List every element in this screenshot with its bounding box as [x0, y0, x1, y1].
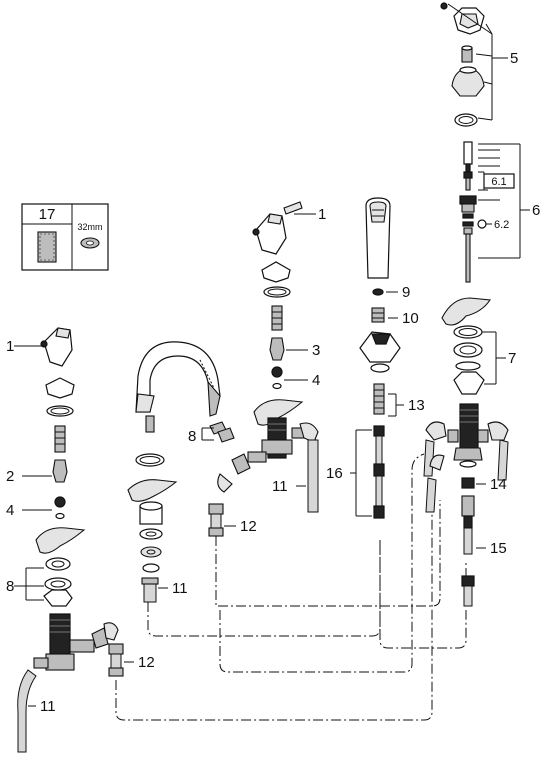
tool-insert — [80, 237, 100, 249]
label-4-right: 4 — [312, 372, 320, 389]
left-deck-plate — [35, 527, 86, 554]
diverter-body — [425, 403, 509, 468]
shower-hose-16 — [373, 425, 385, 519]
center-hose-11 — [307, 439, 319, 513]
shower-filter — [371, 307, 385, 323]
label-14: 14 — [490, 476, 507, 493]
center-deck-plate — [253, 399, 304, 426]
label-8-left: 8 — [6, 578, 14, 595]
hand-shower-assembly: 9 10 13 16 — [326, 197, 425, 519]
label-4-left: 4 — [6, 502, 14, 519]
label-9: 9 — [402, 284, 410, 301]
label-10: 10 — [402, 310, 419, 327]
spout-thread — [145, 415, 155, 433]
left-hose-11 — [17, 669, 37, 753]
spout-assembly: 8 11 — [127, 341, 235, 603]
shower-spring — [373, 383, 385, 415]
diverter-hose-15 — [461, 495, 475, 607]
diverter-stem — [459, 141, 477, 283]
tool-size-label: 32mm — [77, 222, 102, 232]
label-6-2: 6.2 — [494, 219, 509, 231]
label-6: 6 — [532, 202, 540, 219]
left-cartridge — [52, 459, 68, 483]
shower-holder — [359, 331, 401, 373]
label-15: 15 — [490, 540, 507, 557]
label-2: 2 — [6, 468, 14, 485]
left-seal-ball — [54, 496, 66, 508]
spout-deck-plate — [127, 479, 178, 502]
label-3: 3 — [312, 342, 320, 359]
tool-box: 17 32mm — [21, 203, 109, 271]
left-valve-assembly: 1 2 4 8 — [6, 327, 155, 753]
left-hose-connector-12 — [108, 643, 124, 677]
label-11-spout: 11 — [172, 580, 188, 597]
left-valve-body — [33, 613, 119, 671]
socket-wrench-tool — [37, 231, 57, 263]
diverter-deck-plate — [441, 297, 491, 326]
diverter-oring — [454, 113, 478, 127]
label-13: 13 — [408, 397, 425, 414]
connection-pipes — [115, 453, 467, 721]
label-11-right: 11 — [272, 478, 288, 495]
label-12-left: 12 — [138, 654, 155, 671]
left-spindle — [54, 425, 66, 453]
center-hose-connector-12 — [208, 503, 224, 537]
diverter-assembly: 5 6 6.1 6.2 — [423, 2, 540, 607]
center-escutcheon — [261, 261, 291, 283]
left-handle — [40, 327, 73, 367]
tool-number-label: 17 — [39, 206, 56, 223]
center-seal-ball — [271, 366, 283, 378]
hand-shower-head — [365, 197, 391, 279]
left-escutcheon-cap — [45, 377, 75, 399]
left-washer-2 — [44, 577, 72, 591]
center-valve-body — [217, 417, 319, 493]
label-1-right: 1 — [318, 206, 326, 223]
label-5: 5 — [510, 50, 518, 67]
label-16: 16 — [326, 465, 343, 482]
label-7: 7 — [508, 350, 516, 367]
label-11-left: 11 — [40, 698, 56, 715]
label-8-spout: 8 — [188, 428, 196, 445]
center-cartridge — [269, 337, 285, 361]
center-handle — [252, 201, 303, 255]
spout-aerator-parts — [209, 421, 235, 443]
label-6-1: 6.1 — [491, 176, 506, 188]
left-washer-1 — [45, 557, 71, 571]
left-nut — [43, 589, 73, 607]
label-12-center: 12 — [240, 518, 257, 535]
label-1-left: 1 — [6, 338, 14, 355]
center-valve-assembly: 1 3 4 11 — [208, 201, 326, 537]
diverter-nut — [453, 371, 485, 395]
